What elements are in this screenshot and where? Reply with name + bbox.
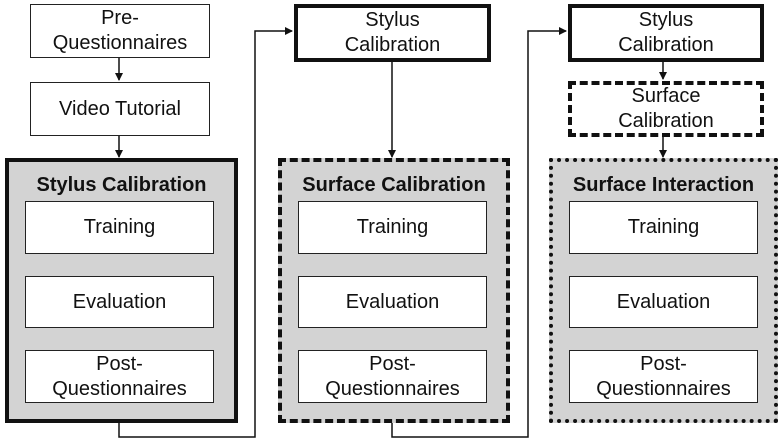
surface-interaction-panel-title: Surface Interaction (572, 174, 755, 196)
video-tutorial-label: Video Tutorial (59, 97, 181, 120)
training-box-1: Training (25, 201, 214, 254)
stylus-calibration-panel-title: Stylus Calibration (36, 174, 207, 196)
surface-calibration-panel-title: Surface Calibration (302, 174, 486, 196)
surface-calibration-box-3: Surface Calibration (568, 81, 764, 137)
post-questionnaires-box-3: Post- Questionnaires (569, 350, 758, 403)
post-questionnaires-label-1: Post- Questionnaires (52, 352, 187, 400)
post-questionnaires-box-2: Post- Questionnaires (298, 350, 487, 403)
video-tutorial-box: Video Tutorial (30, 82, 210, 136)
evaluation-label-1: Evaluation (72, 290, 167, 313)
post-questionnaires-label-3: Post- Questionnaires (596, 352, 731, 400)
evaluation-label-3: Evaluation (616, 290, 711, 313)
stylus-calibration-label-3: Stylus Calibration (618, 9, 714, 56)
stylus-calibration-box-3: Stylus Calibration (568, 4, 764, 62)
surface-calibration-label-3: Surface Calibration (618, 85, 714, 132)
arrow-col2-to-col3 (391, 27, 567, 438)
evaluation-label-2: Evaluation (345, 290, 440, 313)
training-box-3: Training (569, 201, 758, 254)
arrow-col1-to-col2 (118, 27, 293, 438)
post-questionnaires-box-1: Post- Questionnaires (25, 350, 214, 403)
evaluation-box-1: Evaluation (25, 276, 214, 328)
post-questionnaires-label-2: Post- Questionnaires (325, 352, 460, 400)
stylus-calibration-box-2: Stylus Calibration (294, 4, 491, 62)
pre-questionnaires-box: Pre- Questionnaires (30, 4, 210, 58)
training-label-2: Training (356, 216, 429, 238)
training-label-1: Training (83, 216, 156, 238)
training-label-3: Training (627, 216, 700, 238)
training-box-2: Training (298, 201, 487, 254)
stylus-calibration-label-2: Stylus Calibration (344, 9, 441, 56)
evaluation-box-2: Evaluation (298, 276, 487, 328)
evaluation-box-3: Evaluation (569, 276, 758, 328)
pre-questionnaires-label: Pre- Questionnaires (52, 7, 188, 54)
